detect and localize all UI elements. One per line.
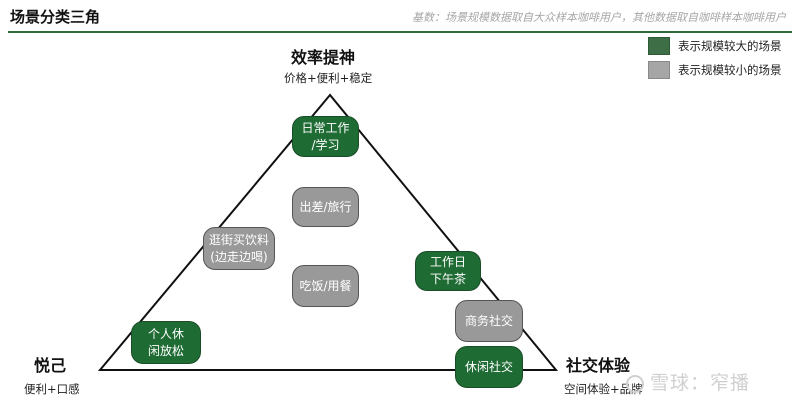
watermark: 雪球：窄播 bbox=[626, 368, 750, 395]
vertex-right-subtitle: 空间体验+品牌 bbox=[564, 382, 643, 396]
scene-business-travel: 出差/旅行 bbox=[292, 187, 359, 227]
scene-personal-relax: 个人休 闲放松 bbox=[131, 321, 201, 364]
scene-business-social: 商务社交 bbox=[455, 300, 523, 342]
legend-item-small: 表示规模较小的场景 bbox=[648, 58, 782, 81]
vertex-left-title: 悦己 bbox=[34, 356, 67, 375]
legend-label-large: 表示规模较大的场景 bbox=[678, 38, 782, 53]
vertex-left-subtitle: 便利+口感 bbox=[24, 382, 80, 396]
legend-swatch-large bbox=[648, 36, 670, 55]
vertex-right-title: 社交体验 bbox=[566, 356, 631, 375]
base-note: 基数：场景规模数据取自大众样本咖啡用户，其他数据取自咖啡样本咖啡用户 bbox=[412, 11, 786, 24]
snowball-logo-icon bbox=[626, 374, 644, 393]
header-divider bbox=[8, 31, 792, 33]
page-title: 场景分类三角 bbox=[10, 8, 101, 26]
scene-leisure-social: 休闲社交 bbox=[455, 346, 523, 388]
scene-meal: 吃饭/用餐 bbox=[292, 265, 359, 307]
vertex-top-title: 效率提神 bbox=[291, 48, 356, 67]
watermark-text: 雪球：窄播 bbox=[650, 372, 751, 394]
legend-label-small: 表示规模较小的场景 bbox=[678, 62, 782, 77]
legend: 表示规模较大的场景 表示规模较小的场景 bbox=[648, 34, 782, 82]
scene-work-study: 日常工作 /学习 bbox=[292, 116, 359, 157]
scene-afternoon-tea: 工作日 下午茶 bbox=[415, 251, 481, 291]
vertex-top-subtitle: 价格+便利+稳定 bbox=[284, 71, 373, 85]
legend-item-large: 表示规模较大的场景 bbox=[648, 34, 782, 57]
scene-shopping-drink: 逛街买饮料 (边走边喝) bbox=[203, 227, 275, 270]
legend-swatch-small bbox=[648, 60, 670, 79]
